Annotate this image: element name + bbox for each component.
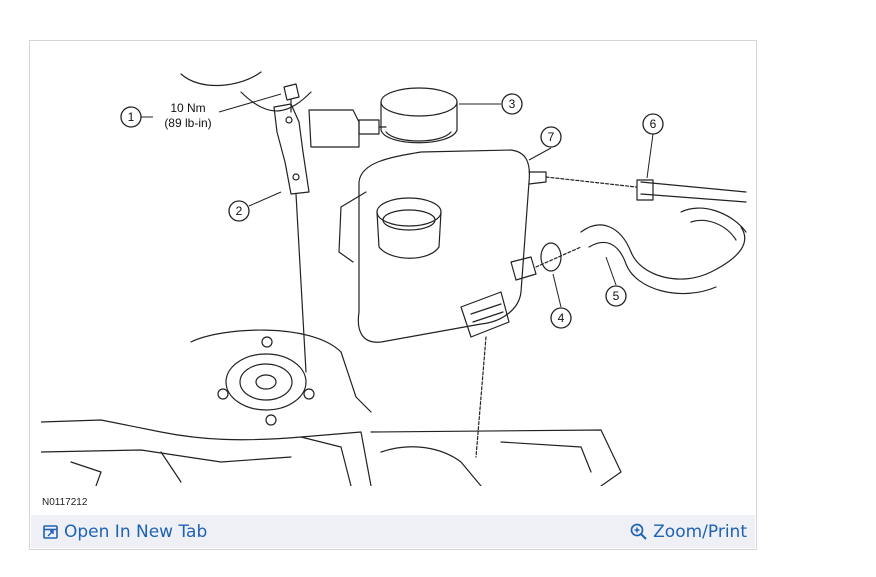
callout-3-label: 3 <box>509 97 516 111</box>
callout-6-label: 6 <box>650 117 657 131</box>
callout-6 <box>642 113 664 135</box>
callout-7-label: 7 <box>548 130 555 144</box>
zoom-print-label: Zoom/Print <box>653 521 747 542</box>
open-in-new-tab-button[interactable]: Open In New Tab <box>43 522 207 542</box>
figure-panel: 1 2 3 4 5 6 7 10 Nm (89 lb-in) N0117212 … <box>29 40 757 550</box>
coolant-reservoir-diagram: 1 2 3 4 5 6 7 10 Nm (89 lb-in) <box>41 71 747 486</box>
callout-2-label: 2 <box>236 204 243 218</box>
callout-5 <box>605 285 627 307</box>
callout-4 <box>550 307 572 329</box>
figure-toolbar: Open In New Tab Zoom/Print <box>31 515 755 548</box>
zoom-in-icon <box>630 523 647 540</box>
callout-1-label: 1 <box>128 110 135 124</box>
zoom-print-button[interactable]: Zoom/Print <box>630 522 747 542</box>
callout-5-label: 5 <box>613 289 620 303</box>
callout-3 <box>501 93 523 115</box>
figure-id: N0117212 <box>42 497 88 508</box>
open-new-tab-icon <box>43 524 58 539</box>
open-in-new-tab-label: Open In New Tab <box>64 521 208 542</box>
callout-1 <box>120 106 142 128</box>
callout-7 <box>540 126 562 148</box>
callout-2 <box>228 200 250 222</box>
torque-spec-lbin: (89 lb-in) <box>164 116 211 130</box>
callout-4-label: 4 <box>558 311 565 325</box>
torque-spec-nm: 10 Nm <box>170 101 205 115</box>
